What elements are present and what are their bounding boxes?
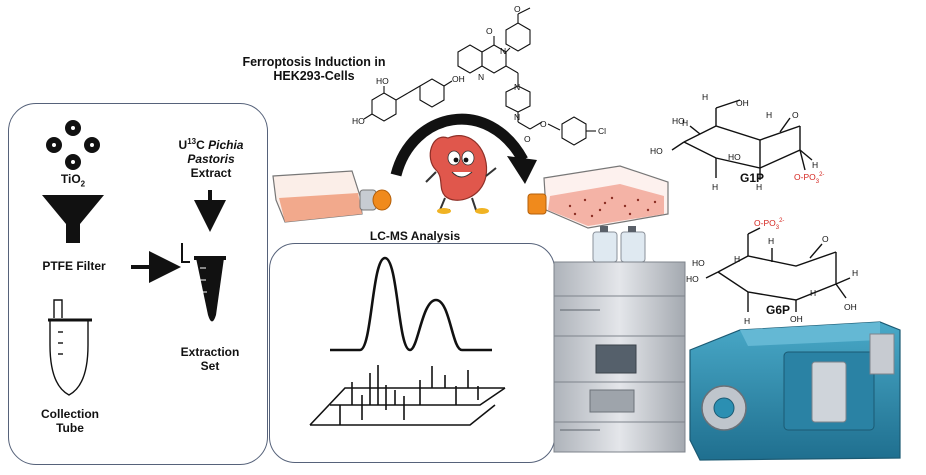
ml162-n1: N: [500, 46, 506, 56]
resv-ho2: HO: [376, 76, 389, 86]
funnel-filter-icon: [42, 195, 104, 243]
ml162-structure: [457, 7, 596, 146]
g1p-ho2: HO: [650, 146, 663, 156]
g1p-ho1: HO: [672, 116, 685, 126]
g6p-h3: H: [768, 236, 774, 246]
chromatogram-icon: [330, 256, 492, 352]
ml162-o-amide: O: [524, 134, 531, 144]
g6p-ho2: HO: [686, 274, 699, 284]
g6p-h4: H: [852, 268, 858, 278]
g6p-h2: H: [744, 316, 750, 326]
g1p-phosphate: O-PO32-: [794, 172, 824, 185]
g1p-o-ring: O: [792, 110, 799, 120]
g6p-h5: H: [810, 288, 816, 298]
ml162-o-top: O: [514, 4, 521, 14]
tio2-particles-icon: [46, 120, 100, 170]
ml162-cl: Cl: [598, 126, 606, 136]
title-line2: HEK293-Cells: [273, 69, 355, 84]
ml162-n2: N: [478, 72, 484, 82]
g6p-ho1: HO: [692, 258, 705, 268]
g6p-oh2: OH: [844, 302, 857, 312]
lcms-title: LC-MS Analysis: [369, 229, 461, 243]
collection-tube-icon: [48, 299, 92, 396]
g1p-structure: [671, 99, 813, 180]
g1p-h2: H: [712, 182, 718, 192]
hplc-stack-icon: [553, 226, 686, 453]
g1p-h4: H: [812, 160, 818, 170]
g1p-h6: H: [766, 110, 772, 120]
extraction-panel: [8, 103, 268, 465]
resv-oh1: OH: [452, 74, 465, 84]
g6p-phosphate: O-PO32-: [754, 218, 784, 231]
resv-ho1: HO: [352, 116, 365, 126]
g6p-h1: H: [734, 254, 740, 264]
page-title: Ferroptosis Induction in HEK293-Cells: [204, 55, 424, 84]
g1p-ho3: HO: [728, 152, 741, 162]
tio2-label: TiO2: [60, 172, 86, 189]
g6p-structure: [705, 227, 851, 312]
culture-flask-icon: [272, 170, 392, 223]
mass-spectrometer-icon: [689, 321, 901, 461]
lcms-panel: [269, 243, 555, 463]
ml162-o-carbonyl: O: [486, 26, 493, 36]
resveratrol-structure: [363, 78, 453, 122]
cell-dish-icon: [527, 165, 669, 229]
g6p-o-ring: O: [822, 234, 829, 244]
mass-spectra-3d-icon: [309, 365, 506, 426]
ml162-n3: N: [514, 82, 520, 92]
extract-label: U13C Pichia Pastoris Extract: [178, 137, 244, 180]
title-line1: Ferroptosis Induction in: [242, 55, 386, 69]
curved-arrow-icon: [390, 113, 537, 184]
g6p-oh1: OH: [790, 314, 803, 324]
g1p-h1: H: [682, 118, 688, 128]
extraction-tube-icon: [181, 243, 226, 322]
g6p-label: G6P: [765, 303, 790, 317]
collection-tube-label: Collection Tube: [40, 407, 99, 435]
ptfe-filter-label: PTFE Filter: [42, 259, 106, 273]
ml162-o-ether: O: [540, 119, 547, 129]
g1p-label: G1P: [739, 171, 764, 185]
g1p-h5: H: [702, 92, 708, 102]
extraction-set-label: Extraction Set: [180, 345, 240, 373]
g1p-h3: H: [756, 182, 762, 192]
g1p-oh1: OH: [736, 98, 749, 108]
kidney-mascot-icon: [425, 135, 497, 214]
ml162-n4: N: [514, 112, 520, 122]
